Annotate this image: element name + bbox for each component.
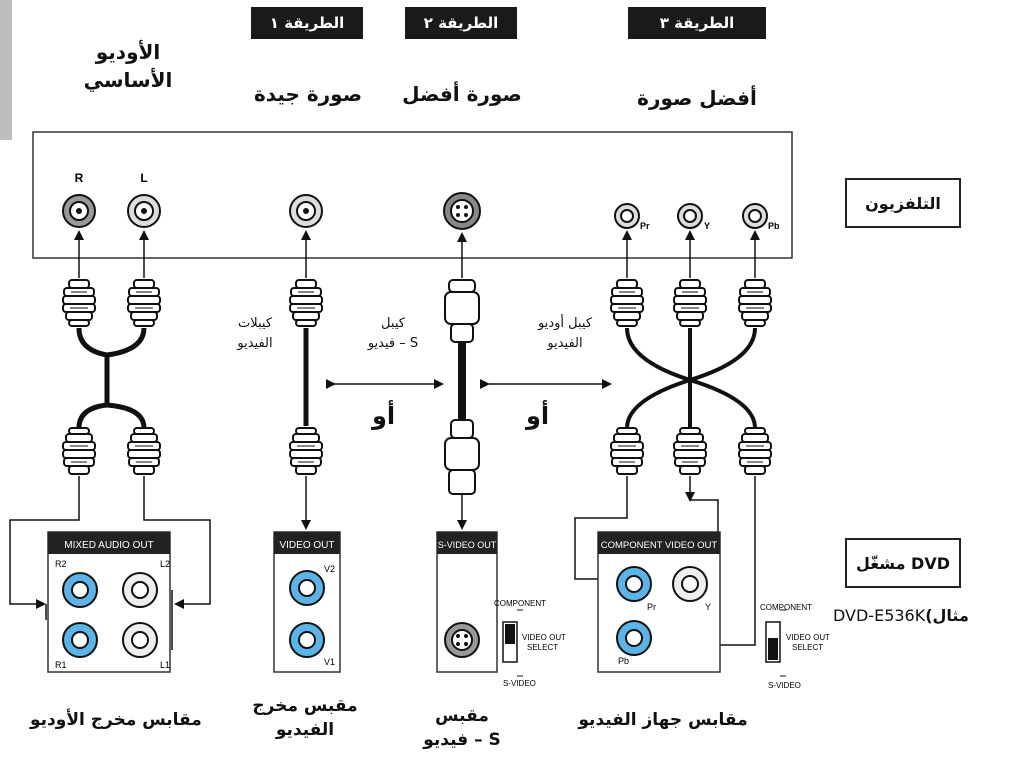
- svideo-jack-label: مقبس فيديو – S: [412, 704, 512, 752]
- component-video-out-panel: COMPONENT VIDEO OUT Pr Y Pb COMPONENT VI…: [597, 531, 830, 690]
- tv-pr-jack: [614, 203, 640, 229]
- component-y-label: Y: [705, 602, 711, 612]
- svideo-cable-label: كيبل فيديو – S: [358, 314, 428, 354]
- svideo-switch-svideo: S-VIDEO: [503, 679, 536, 688]
- tv-audio-l-jack: [127, 194, 161, 228]
- component-switch-select: SELECT: [792, 643, 823, 652]
- l2-label: L2: [160, 559, 170, 569]
- example-prefix: (مثال: [925, 606, 969, 625]
- v2-label: V2: [324, 564, 335, 574]
- component-cable-label-line1: كيبل أوديو: [537, 316, 593, 331]
- tv-back-panel: [32, 131, 793, 259]
- tv-jack-r-label: R: [75, 171, 84, 185]
- component-switch-svideo: S-VIDEO: [768, 681, 801, 690]
- video-jack-label-line2: الفيديو: [275, 720, 335, 740]
- method-2-label: الطريقة ٢: [423, 14, 499, 32]
- svideo-out-panel: S-VIDEO OUT COMPONENT VIDEO OUT SELECT S…: [436, 531, 566, 688]
- tv-audio-r-jack: [62, 194, 96, 228]
- svideo-switch-component: COMPONENT: [494, 599, 546, 608]
- component-pr-label: Pr: [647, 602, 656, 612]
- tv-label: التلفزيون: [865, 193, 941, 213]
- audio-cable: [62, 279, 161, 474]
- video-out-panel: VIDEO OUT V2 V1: [273, 531, 341, 673]
- svideo-cable: [444, 279, 480, 495]
- svideo-out-title: S-VIDEO OUT: [438, 540, 497, 550]
- method-2-tab: الطريقة ٢: [405, 7, 517, 39]
- tv-y-label: Y: [704, 221, 710, 231]
- svideo-switch-select: SELECT: [527, 643, 558, 652]
- component-out-title: COMPONENT VIDEO OUT: [601, 540, 718, 551]
- tv-pb-jack: [742, 203, 768, 229]
- dvd-label-box: مشغّل DVD: [845, 538, 961, 588]
- svideo-jack-label-line1: مقبس: [435, 706, 489, 726]
- method-1-label: الطريقة ١: [269, 14, 345, 32]
- r1-label: R1: [55, 660, 67, 670]
- video-jack-label: مقبس مخرج الفيديو: [245, 694, 365, 742]
- better-picture-heading: صورة أفضل: [402, 82, 522, 106]
- audio-jacks-label: مقابس مخرج الأوديو: [30, 710, 202, 730]
- method-3-tab: الطريقة ٣: [628, 7, 766, 39]
- r2-label: R2: [55, 559, 67, 569]
- component-cable-label-line2: الفيديو: [547, 336, 583, 351]
- component-cable-label: كيبل أوديو الفيديو: [520, 314, 610, 354]
- component-jacks-label: مقابس جهاز الفيديو: [578, 710, 748, 730]
- component-cable: [610, 279, 772, 474]
- or-label-1: أو: [372, 402, 396, 430]
- mixed-audio-out-title: MIXED AUDIO OUT: [64, 540, 153, 551]
- svideo-cable-label-line1: كيبل: [381, 316, 405, 331]
- video-cable-label-line2: الفيديو: [237, 336, 273, 351]
- video-out-title: VIDEO OUT: [279, 540, 334, 551]
- method-3-label: الطريقة ٣: [659, 14, 735, 32]
- or-label-2: أو: [526, 402, 550, 430]
- tv-pr-label: Pr: [640, 221, 650, 231]
- component-switch-component: COMPONENT: [760, 603, 812, 612]
- v1-label: V1: [324, 657, 335, 667]
- video-cable-label-line1: كيبلات: [237, 316, 273, 331]
- mixed-audio-out-panel: MIXED AUDIO OUT R2 L2 R1 L1: [45, 531, 173, 673]
- example-model: DVD-E536K(مثال: [833, 606, 969, 625]
- audio-heading: الأوديو الأساسي: [58, 38, 198, 94]
- dvd-label: مشغّل DVD: [855, 553, 950, 573]
- component-switch-video-out: VIDEO OUT: [786, 633, 830, 642]
- tv-svideo-jack: [443, 192, 481, 230]
- tv-video-jack: [289, 194, 323, 228]
- svideo-cable-label-line2: فيديو – S: [367, 336, 419, 351]
- tv-jack-l-label: L: [140, 171, 147, 185]
- video-cable: [289, 279, 323, 474]
- video-jack-label-line1: مقبس مخرج: [252, 696, 358, 716]
- example-model-number: DVD-E536K: [833, 606, 926, 625]
- tv-y-jack: [677, 203, 703, 229]
- audio-heading-line1: الأوديو: [95, 40, 161, 64]
- audio-heading-line2: الأساسي: [83, 68, 173, 92]
- l1-label: L1: [160, 660, 170, 670]
- component-pb-label: Pb: [618, 656, 629, 666]
- tv-label-box: التلفزيون: [845, 178, 961, 228]
- tv-pb-label: Pb: [768, 221, 780, 231]
- video-cable-label: كيبلات الفيديو: [225, 314, 285, 354]
- method-1-tab: الطريقة ١: [251, 7, 363, 39]
- left-edge-strip: [0, 0, 12, 140]
- good-picture-heading: صورة جيدة: [253, 82, 363, 106]
- best-picture-heading: أفضل صورة: [637, 86, 757, 110]
- svideo-switch-video-out: VIDEO OUT: [522, 633, 566, 642]
- svideo-jack-label-line2: فيديو – S: [423, 730, 501, 750]
